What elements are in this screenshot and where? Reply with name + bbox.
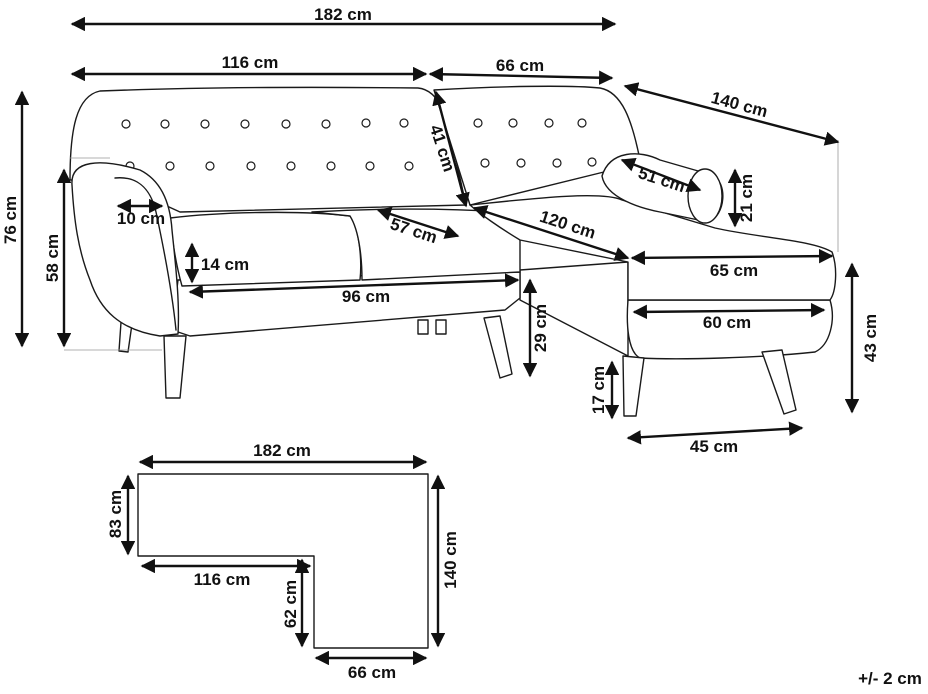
label-chaise-front-bottom: 60 cm [703,313,751,332]
chaise-backrest [433,85,641,206]
label-chaise-width: 66 cm [496,56,544,75]
label-total-height: 76 cm [1,196,20,244]
floor-plan: 182 cm 83 cm 140 cm 116 cm 62 cm 66 cm [106,441,460,682]
sofa-illustration [64,85,839,417]
leg-front-left [163,335,187,399]
label-total-width: 182 cm [314,5,372,24]
label-plan-sofa-width: 116 cm [194,570,251,589]
plan-outline [137,473,429,649]
leg-chaise-left [622,355,645,417]
label-seat-height: 43 cm [861,314,880,362]
label-plan-chaise-extension: 62 cm [281,580,300,628]
label-leg-spacing: 45 cm [690,437,738,456]
backrest-buttons [121,118,597,171]
label-back-height: 58 cm [43,234,62,282]
bolster-end [687,168,723,224]
label-plan-total-length: 140 cm [441,531,460,589]
label-sofa-width: 116 cm [222,53,279,72]
leg-rear-middle-2 [435,319,447,335]
dimension-lines [14,16,860,445]
label-seat-thickness: 14 cm [201,255,249,274]
label-bolster-height: 21 cm [737,174,756,222]
label-seat-width: 96 cm [342,287,390,306]
label-armrest-width: 10 cm [117,209,165,228]
label-plan-sofa-depth: 83 cm [106,490,125,538]
leg-front-middle [483,315,513,379]
leg-chaise-right [761,349,797,415]
leg-rear-middle [417,319,429,335]
tolerance-note: +/- 2 cm [858,669,922,688]
label-seat-floor-clearance: 29 cm [531,304,550,352]
label-leg-height: 17 cm [589,366,608,414]
seat-cushion-left [169,211,362,287]
label-plan-chaise-width: 66 cm [348,663,396,682]
label-chaise-front-top: 65 cm [710,261,758,280]
label-plan-total-width: 182 cm [253,441,311,460]
